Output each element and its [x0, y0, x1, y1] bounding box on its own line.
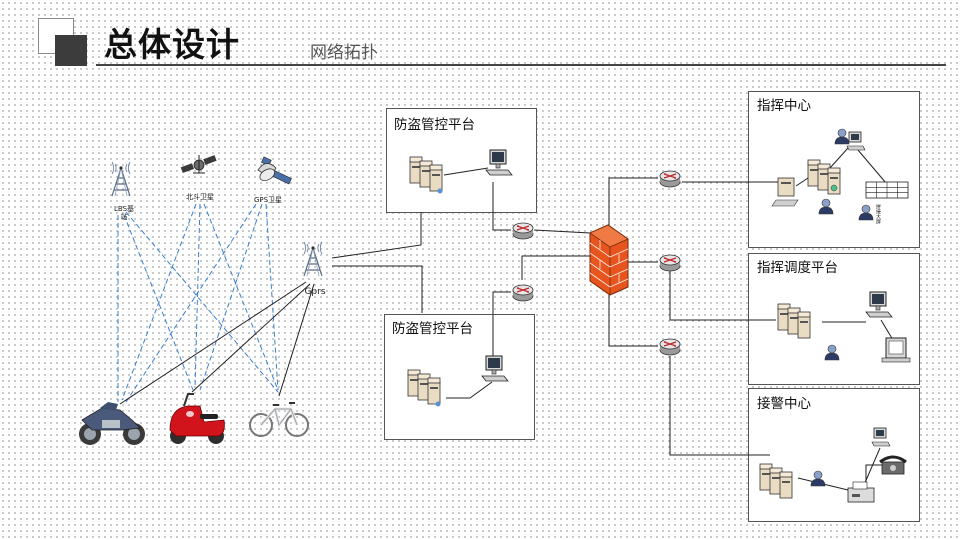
gprs-label: Gprs [304, 287, 325, 297]
gps-label: GPS卫星 [254, 196, 282, 204]
command-center-user-icon-3 [858, 204, 874, 221]
alarm-center-label: 接警中心 [757, 395, 811, 412]
link-beidou-motorcycle [121, 203, 197, 401]
header-divider [96, 64, 946, 66]
cable-alarm-fax-pc [863, 447, 881, 486]
cable-top-router-firewall [533, 229, 591, 234]
cable-gprs-top-platform [331, 212, 422, 259]
command-center-user-icon-2 [818, 198, 834, 215]
dispatch-pc-icon-2 [881, 337, 911, 363]
router-icon-dispatch [659, 254, 681, 272]
header-block-decoration [55, 35, 87, 66]
alarm-user-icon [810, 470, 826, 487]
dispatch-user-icon [824, 344, 840, 361]
page-subtitle: 网络拓扑 [310, 43, 378, 63]
page-title: 总体设计 [104, 25, 240, 64]
dispatch-platform-label: 指挥调度平台 [757, 260, 838, 276]
link-beidou-scooter [194, 203, 201, 389]
cable-firewall-router-alarm [608, 288, 658, 347]
cable-command-server-pc [829, 147, 849, 169]
link-lbs-bicycle [125, 211, 279, 393]
video-wall-icon [865, 181, 909, 199]
alarm-phone-icon [879, 455, 907, 475]
cable-gprs-bicycle [278, 283, 315, 397]
dispatch-pc-icon-1 [865, 291, 893, 318]
scooter-icon [169, 393, 225, 444]
alarm-server-icon [759, 463, 793, 499]
cable-dispatch-pc-pc [880, 319, 894, 341]
lbs-label-line2: 站 [121, 212, 128, 221]
cable-top-pc-router [492, 182, 511, 231]
router-icon-command [659, 170, 681, 188]
router-icon-top [512, 222, 534, 240]
bottom-platform-pc-icon [481, 355, 509, 382]
link-gps-motorcycle [125, 203, 257, 403]
network-cables [119, 147, 894, 491]
gps-satellite-icon [257, 156, 292, 185]
link-beidou-bicycle [203, 203, 279, 391]
wireless-links [117, 203, 279, 403]
top-platform-label: 防盗管控平台 [394, 117, 475, 133]
bicycle-icon [249, 402, 309, 437]
dispatch-server-icon [777, 303, 811, 339]
cable-bottom-pc-router [492, 291, 511, 366]
gprs-tower-icon [303, 241, 323, 277]
cable-gprs-bottom-platform [332, 265, 423, 313]
top-platform-server-icon [409, 156, 443, 194]
command-center-server-icon [807, 159, 841, 195]
cable-firewall-router-command [608, 177, 658, 225]
cable-command-pc-screen [857, 149, 887, 184]
motorcycle-icon [79, 402, 145, 445]
command-center-pc-top-icon [846, 131, 866, 151]
cable-alarm-fax-phone [865, 464, 884, 485]
alarm-pc-icon [871, 427, 891, 447]
alarm-fax-icon [847, 481, 875, 503]
firewall-icon [589, 224, 629, 296]
beidou-satellite-icon [180, 155, 217, 174]
bottom-platform-label: 防盗管控平台 [392, 321, 473, 337]
cable-bottom-router-firewall [521, 255, 590, 280]
cable-router-alarm-center [669, 356, 770, 456]
dispatch-platform-box [748, 253, 920, 385]
cable-gprs-motorcycle [119, 281, 307, 405]
cable-gprs-scooter [191, 283, 311, 393]
link-lbs-scooter [123, 214, 194, 391]
lbs-label-line1: LBS基 [114, 204, 134, 213]
top-platform-pc-icon [485, 149, 513, 176]
command-center-user-icon-1 [834, 128, 850, 145]
router-icon-bottom [512, 284, 534, 302]
cable-command-pc-server [795, 177, 809, 187]
link-gps-scooter [199, 203, 263, 391]
beidou-label: 北斗卫星 [186, 193, 214, 201]
router-icon-alarm [659, 338, 681, 356]
cable-top-server-pc [443, 167, 489, 176]
lbs-tower-icon [111, 161, 131, 197]
link-gps-bicycle [265, 203, 279, 391]
cable-router-dispatch-center [669, 270, 776, 321]
command-center-label: 指挥中心 [757, 98, 811, 114]
video-wall-label: 拼接大屏 [875, 203, 881, 225]
command-center-pc-icon [771, 177, 799, 207]
platform-box-bottom [384, 314, 535, 440]
cable-bottom-server-pc [446, 381, 493, 399]
bottom-platform-server-icon [407, 369, 441, 407]
alarm-center-box [748, 388, 920, 522]
